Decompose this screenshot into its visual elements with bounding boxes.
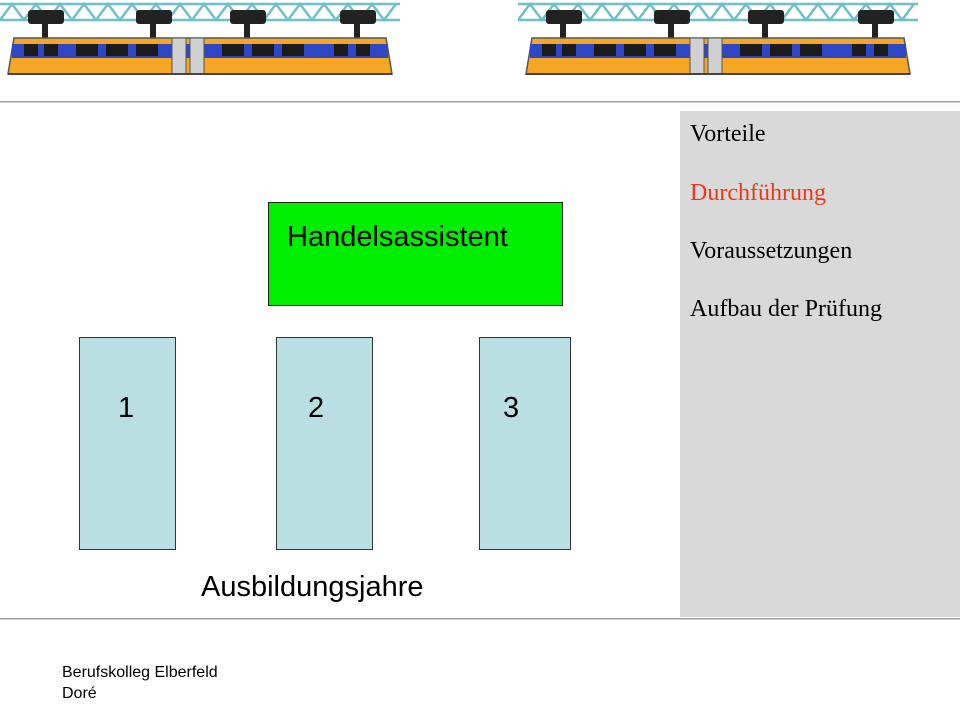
menu-item-durchfuehrung[interactable]: Durchführung [690, 180, 826, 206]
year-label-3: 3 [503, 392, 520, 424]
train-banner-left [0, 0, 400, 100]
year-box-1: 1 [79, 337, 176, 550]
footer-author: Doré [62, 685, 97, 702]
suspension-railway-train-icon [517, 1, 918, 75]
suspension-railway-train-icon [0, 1, 400, 75]
menu-item-voraussetzungen[interactable]: Voraussetzungen [690, 238, 853, 264]
menu-item-vorteile[interactable]: Vorteile [690, 121, 766, 147]
handelsassistent-label: Handelsassistent [287, 221, 508, 253]
ausbildungsjahre-caption: Ausbildungsjahre [201, 571, 424, 603]
train-banner-right [517, 0, 918, 100]
top-divider [0, 101, 960, 103]
handelsassistent-box: Handelsassistent [268, 202, 563, 306]
footer-school-name: Berufskolleg Elberfeld [62, 664, 218, 681]
menu-item-aufbau-pruefung[interactable]: Aufbau der Prüfung [690, 296, 882, 322]
year-box-3: 3 [479, 337, 571, 550]
year-box-2: 2 [276, 337, 373, 550]
navigation-sidebar [680, 111, 960, 617]
year-label-2: 2 [308, 392, 325, 424]
bottom-divider [0, 618, 960, 620]
year-label-1: 1 [118, 392, 135, 424]
